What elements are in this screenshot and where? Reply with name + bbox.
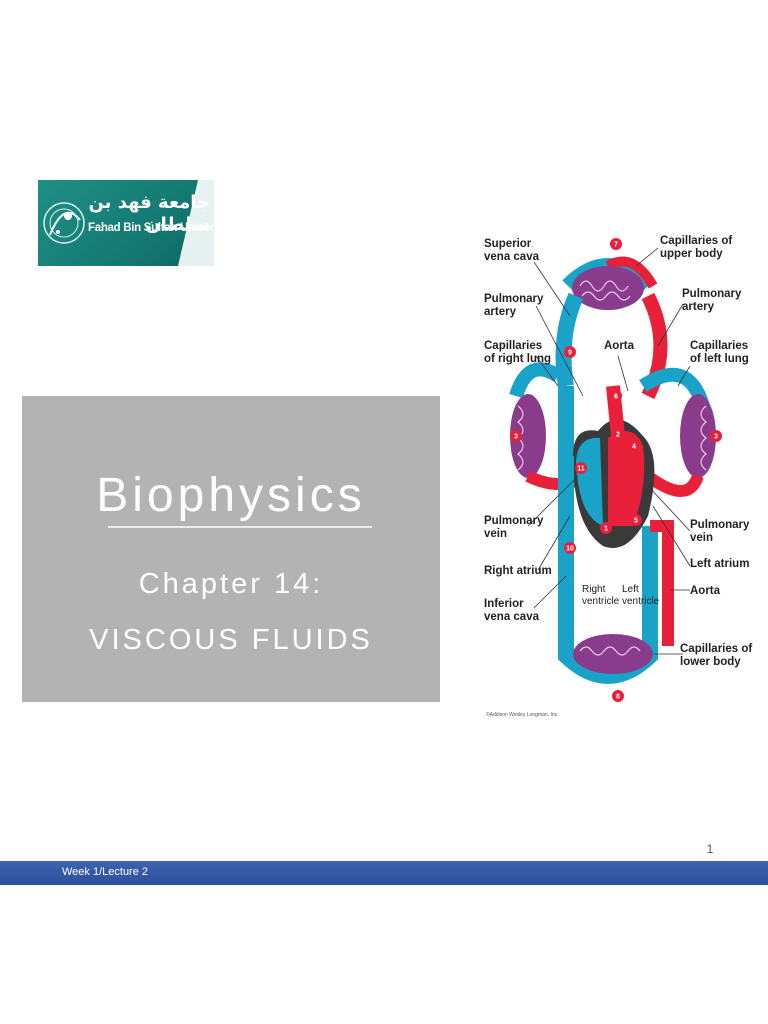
title-divider bbox=[108, 526, 372, 528]
svg-text:9: 9 bbox=[568, 350, 572, 357]
svg-text:3: 3 bbox=[514, 434, 518, 441]
circulatory-system-diagram: 7 9 6 3 2 4 11 3 1 5 10 8 Superior vena … bbox=[484, 235, 755, 718]
diagram-copyright: ©Addison Wesley Longman, Inc. bbox=[486, 711, 559, 718]
label-pulmonary-artery-left: Pulmonary artery bbox=[484, 293, 547, 318]
page-number: 1 bbox=[706, 842, 714, 856]
lower-body-capillaries bbox=[573, 634, 653, 674]
label-aorta-bottom: Aorta bbox=[690, 585, 721, 597]
label-inferior-vena-cava: Inferior vena cava bbox=[484, 598, 540, 623]
label-pulmonary-vein-left: Pulmonary vein bbox=[484, 515, 547, 540]
svg-text:8: 8 bbox=[616, 694, 620, 701]
university-logo: جامعة فهد بن سلطان Fahad Bin Sultan Univ… bbox=[38, 180, 233, 266]
label-pulmonary-vein-right: Pulmonary vein bbox=[690, 519, 753, 544]
left-lung-capillaries bbox=[680, 394, 716, 478]
svg-text:11: 11 bbox=[577, 466, 585, 473]
label-superior-vena-cava: Superior vena cava bbox=[484, 238, 540, 263]
label-left-atrium: Left atrium bbox=[690, 558, 749, 570]
label-capillaries-lower-body: Capillaries of lower body bbox=[680, 643, 755, 668]
svg-text:2: 2 bbox=[616, 432, 620, 439]
label-capillaries-left-lung: Capillaries of left lung bbox=[690, 340, 751, 365]
label-right-ventricle: Right ventricle bbox=[582, 584, 620, 607]
footer-lecture-label: Week 1/Lecture 2 bbox=[62, 866, 149, 878]
label-right-atrium: Right atrium bbox=[484, 565, 552, 577]
title-panel: Biophysics Chapter 14: VISCOUS FLUIDS bbox=[22, 396, 440, 702]
upper-body-capillaries bbox=[562, 256, 658, 310]
svg-text:6: 6 bbox=[614, 394, 618, 401]
slide-title: Biophysics bbox=[96, 469, 366, 522]
logo-english-text: Fahad Bin Sultan University bbox=[88, 222, 233, 234]
svg-text:5: 5 bbox=[634, 518, 638, 525]
label-capillaries-right-lung: Capillaries of right lung bbox=[484, 340, 551, 365]
svg-text:3: 3 bbox=[714, 434, 718, 441]
chapter-label: Chapter 14: bbox=[138, 568, 324, 600]
svg-text:10: 10 bbox=[566, 546, 574, 553]
svg-text:7: 7 bbox=[614, 242, 618, 249]
label-left-ventricle: Left ventricle bbox=[622, 584, 660, 607]
svg-text:4: 4 bbox=[632, 444, 636, 451]
footer-bar: Week 1/Lecture 2 bbox=[0, 861, 768, 885]
svg-text:1: 1 bbox=[604, 526, 608, 533]
label-pulmonary-artery-right: Pulmonary artery bbox=[682, 288, 745, 313]
label-capillaries-upper-body: Capillaries of upper body bbox=[660, 235, 735, 260]
logo-arabic-text: جامعة فهد بن سلطان bbox=[88, 192, 210, 235]
step-markers: 7 9 6 3 2 4 11 3 1 5 10 8 bbox=[510, 238, 722, 702]
chapter-topic: VISCOUS FLUIDS bbox=[89, 624, 373, 656]
label-aorta-top: Aorta bbox=[604, 340, 635, 352]
logo-emblem-icon bbox=[43, 180, 214, 266]
